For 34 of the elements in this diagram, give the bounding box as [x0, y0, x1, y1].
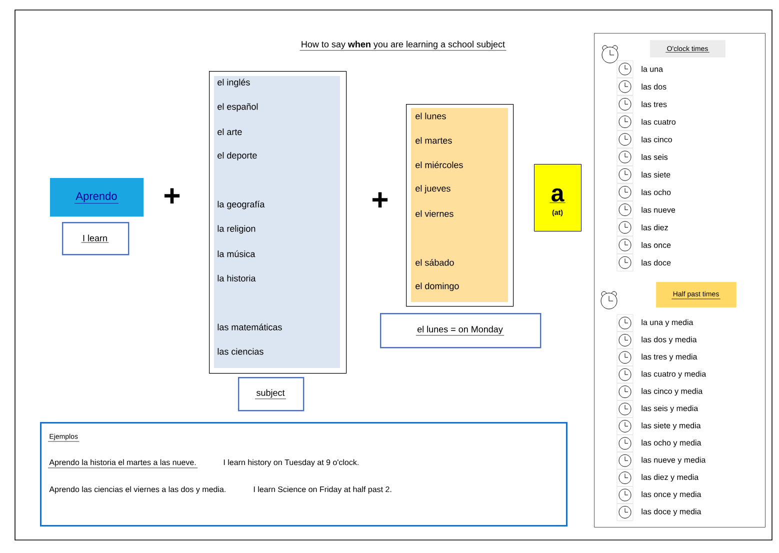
translation-box: I learn [62, 222, 130, 256]
time-label: las tres [642, 101, 667, 108]
time-label: las siete y media [642, 422, 701, 430]
plus-sign: + [164, 188, 180, 204]
time-label: las once [642, 242, 671, 248]
time-label: las cinco y media [642, 388, 703, 396]
time-label: las diez [642, 224, 668, 230]
time-label: las once y media [642, 491, 702, 499]
word-box: Aprendo [50, 178, 144, 217]
plus-sign: + [372, 192, 388, 208]
translation-box: subject [238, 377, 304, 412]
times-panel [594, 33, 766, 528]
time-label: las ocho y media [642, 440, 702, 448]
translation-box: el lunes = on Monday [380, 313, 542, 348]
time-label: las cuatro [642, 118, 676, 125]
time-label: las doce [642, 260, 671, 266]
time-label: la una [642, 66, 663, 72]
time-label: las nueve [642, 206, 676, 213]
time-label: las dos y media [642, 336, 697, 344]
time-label: las cinco [642, 136, 672, 142]
title: How to say when you are learning a school subject [300, 40, 506, 51]
time-label: las siete [642, 172, 670, 178]
time-label: las doce y media [642, 508, 702, 516]
time-label: las seis [642, 154, 668, 160]
time-label: las dos [642, 84, 666, 90]
time-label: la una y media [642, 319, 694, 327]
subject-list-box: el inglés el español el arte el deporte la geografía la religion la música la historia las matemáticas las ciencias [209, 71, 347, 374]
time-label: las cuatro y media [642, 370, 706, 378]
day-list-box: el lunes el martes el miércoles el jueves el viernes el sábado el domingo [406, 104, 514, 307]
time-label: las nueve y media [642, 456, 706, 464]
time-label: las diez y media [642, 474, 699, 482]
time-label: las tres y media [642, 354, 698, 362]
time-label: las ocho [642, 189, 671, 196]
time-label: las seis y media [642, 405, 698, 413]
